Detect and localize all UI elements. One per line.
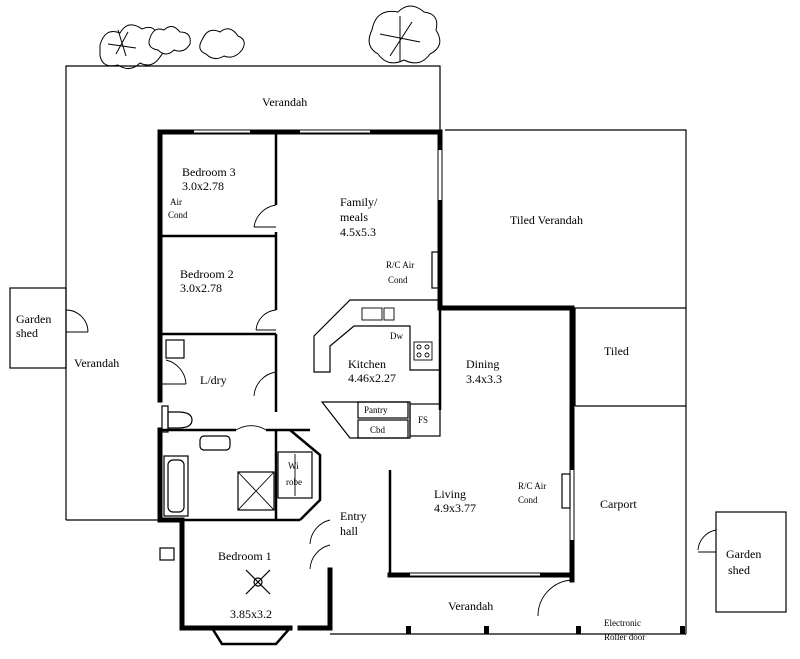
- tree-icon: [368, 5, 441, 64]
- bath-icon: [163, 455, 189, 517]
- garden-shed-left: [9, 287, 67, 369]
- roller-door-label: Roller door: [604, 632, 645, 642]
- tiled-verandah-outline: [445, 129, 687, 309]
- fridge-space-label: FS: [418, 415, 428, 425]
- laundry-trough: [165, 339, 185, 359]
- family-label: Family/: [340, 195, 378, 209]
- exterior-walls: [157, 129, 575, 583]
- cupboard: [357, 419, 409, 439]
- kitchen-size: 4.46x2.27: [348, 371, 396, 385]
- vanity: [199, 435, 231, 451]
- air-conditioner-icon: [431, 251, 441, 289]
- living-label: Living: [434, 487, 466, 501]
- bedroom1-size: 3.85x3.2: [230, 607, 272, 621]
- garden-shed-right-label: Garden: [726, 547, 761, 561]
- tiled-verandah-label: Tiled Verandah: [510, 213, 583, 227]
- bedroom3-label: Bedroom 3: [182, 165, 236, 179]
- cooktop-icon: [413, 341, 433, 361]
- wardrobe-label: Wi: [288, 461, 299, 471]
- pantry: [357, 401, 409, 419]
- bay-window: [210, 627, 291, 646]
- rc-air-cond-label: R/C Air: [386, 260, 414, 270]
- toilet-icon: [167, 411, 193, 429]
- wardrobe-label: robe: [286, 477, 302, 487]
- carport-label: Carport: [600, 497, 637, 511]
- entry-hall-label: Entry: [340, 509, 367, 523]
- rc-air-cond-label: Cond: [518, 495, 538, 505]
- garden-shed-left-label: Garden: [16, 312, 51, 326]
- laundry-label: L/dry: [200, 373, 227, 387]
- fridge-space: [409, 403, 441, 437]
- cupboard-label: Cbd: [370, 425, 386, 435]
- tiled-label: Tiled: [604, 344, 629, 358]
- air-conditioner-icon: [561, 473, 571, 509]
- garden-shed-right: [715, 511, 787, 613]
- shower-icon: [237, 471, 275, 511]
- ceiling-fan-icon: [245, 569, 271, 595]
- sink-icon: [361, 307, 383, 321]
- dishwasher-label: Dw: [390, 331, 403, 341]
- hot-water-unit: [159, 547, 175, 561]
- pantry-label: Pantry: [364, 405, 388, 415]
- verandah-top-label: Verandah: [262, 95, 307, 109]
- verandah-left-label: Verandah: [74, 356, 119, 370]
- shrub-icon: [148, 26, 191, 55]
- bedroom2-label: Bedroom 2: [180, 267, 234, 281]
- bedroom3-size: 3.0x2.78: [182, 179, 224, 193]
- entry-hall-label: hall: [340, 524, 359, 538]
- family-size: 4.5x5.3: [340, 225, 376, 239]
- verandah-bottom-label: Verandah: [448, 599, 493, 613]
- rc-air-cond-label: R/C Air: [518, 481, 546, 491]
- kitchen-label: Kitchen: [348, 357, 386, 371]
- dining-label: Dining: [466, 357, 499, 371]
- air-cond-label: Air: [170, 197, 182, 207]
- kitchen-bench: [313, 299, 441, 373]
- roller-door-label: Electronic: [604, 618, 641, 628]
- shrub-icon: [199, 28, 245, 60]
- wardrobe: [277, 451, 313, 499]
- rc-air-cond-label: Cond: [388, 275, 408, 285]
- air-cond-label: Cond: [168, 210, 188, 220]
- dining-size: 3.4x3.3: [466, 372, 502, 386]
- garden-shed-left-label: shed: [16, 326, 38, 340]
- bedroom2-size: 3.0x2.78: [180, 281, 222, 295]
- bedroom1-label: Bedroom 1: [218, 549, 272, 563]
- garden-shed-right-label: shed: [728, 563, 750, 577]
- family-label: meals: [340, 210, 368, 224]
- living-size: 4.9x3.77: [434, 501, 476, 515]
